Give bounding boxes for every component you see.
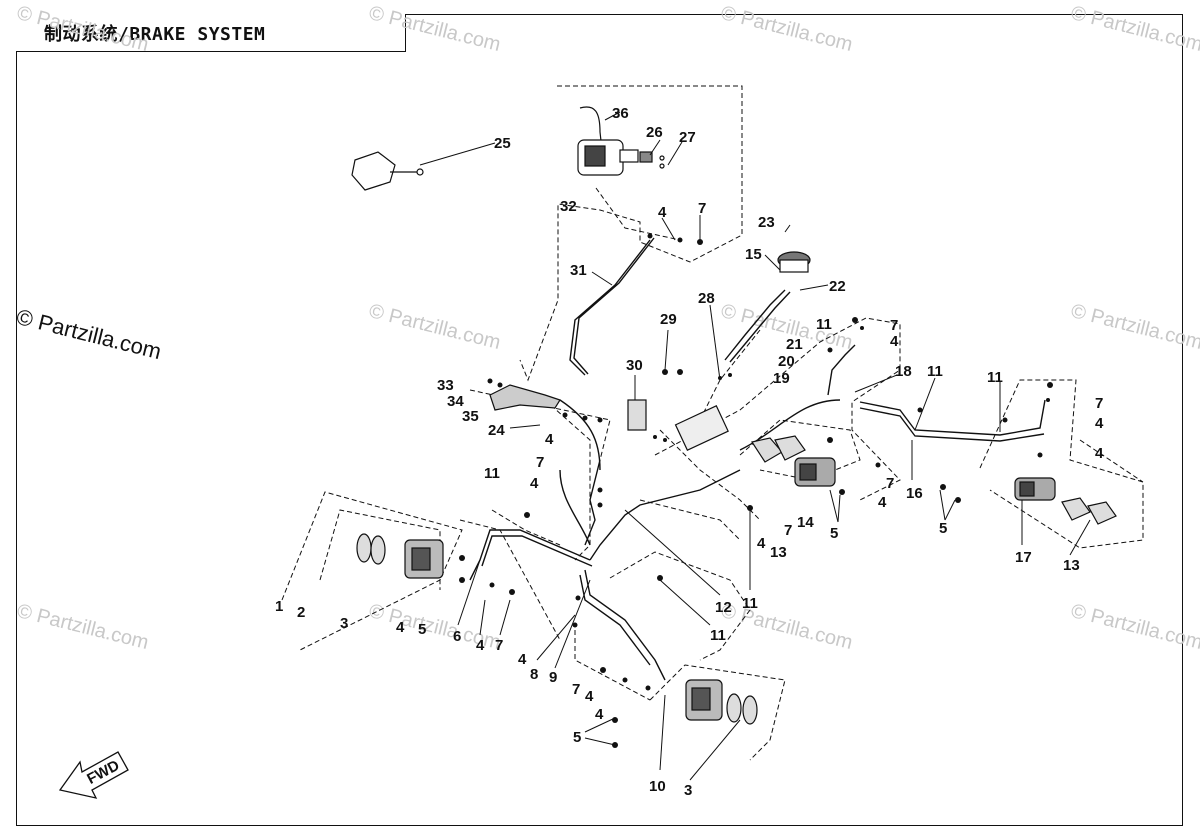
part-label-5: 5: [418, 621, 426, 638]
part-label-21: 21: [786, 336, 803, 353]
part-label-4: 4: [585, 688, 594, 705]
part-label-16: 16: [906, 485, 923, 502]
part-label-11: 11: [816, 316, 832, 333]
valve-block: [674, 405, 729, 452]
part-label-1: 1: [275, 598, 283, 615]
brake-hoses: [469, 237, 1046, 681]
title-box: [16, 14, 406, 52]
part-label-4: 4: [530, 475, 539, 492]
brake-pedal: [489, 384, 561, 411]
part-label-7: 7: [890, 317, 898, 334]
part-label-4: 4: [518, 651, 527, 668]
part-label-11: 11: [927, 363, 943, 380]
part-label-28: 28: [698, 290, 715, 307]
brake-switch: [351, 151, 396, 191]
part-label-7: 7: [784, 522, 792, 539]
part-label-31: 31: [570, 262, 587, 279]
part-label-7: 7: [886, 475, 894, 492]
part-label-7: 7: [536, 454, 544, 471]
diagram-title: 制动系统/BRAKE SYSTEM: [44, 24, 266, 45]
part-label-27: 27: [679, 129, 696, 146]
part-label-4: 4: [658, 204, 667, 221]
part-label-13: 13: [770, 544, 787, 561]
part-label-7: 7: [495, 637, 503, 654]
part-labels: 1 2 3 4 5 6 4 7 4 8 9 10 3 7 4 4 5 11 12…: [275, 105, 1104, 799]
diagram-frame: [16, 14, 1183, 826]
part-label-11: 11: [987, 369, 1003, 386]
part-label-6: 6: [453, 628, 461, 645]
part-label-12: 12: [715, 599, 732, 616]
part-label-29: 29: [660, 311, 677, 328]
part-label-7: 7: [698, 200, 706, 217]
part-label-2: 2: [297, 604, 305, 621]
part-label-17: 17: [1015, 549, 1032, 566]
part-label-4: 4: [1095, 445, 1104, 462]
part-label-35: 35: [462, 408, 479, 425]
part-label-3: 3: [684, 782, 692, 799]
leader-lines: [419, 111, 1091, 781]
part-label-33: 33: [437, 377, 454, 394]
part-label-3: 3: [340, 615, 348, 632]
part-label-5: 5: [830, 525, 838, 542]
part-label-11: 11: [484, 465, 500, 482]
part-label-4: 4: [396, 619, 405, 636]
fwd-arrow-icon: FWD: [58, 751, 129, 799]
part-label-4: 4: [878, 494, 887, 511]
proportioning-valve: [627, 399, 647, 431]
brake-pad: [742, 695, 758, 725]
components: [351, 106, 1117, 725]
brake-pad: [356, 533, 372, 563]
part-label-10: 10: [649, 778, 666, 795]
part-label-34: 34: [447, 393, 464, 410]
part-label-7: 7: [572, 681, 580, 698]
part-label-4: 4: [757, 535, 766, 552]
part-label-4: 4: [1095, 415, 1104, 432]
part-label-36: 36: [612, 105, 629, 122]
part-label-15: 15: [745, 246, 762, 263]
part-label-4: 4: [595, 706, 604, 723]
part-label-5: 5: [573, 729, 581, 746]
part-label-22: 22: [829, 278, 846, 295]
part-label-14: 14: [797, 514, 814, 531]
fasteners: [459, 233, 1053, 748]
brake-pad: [370, 535, 386, 565]
part-label-25: 25: [494, 135, 511, 152]
part-label-18: 18: [895, 363, 912, 380]
part-label-19: 19: [773, 370, 790, 387]
part-label-8: 8: [530, 666, 538, 683]
brake-pad: [726, 693, 742, 723]
part-label-20: 20: [778, 353, 795, 370]
part-label-26: 26: [646, 124, 663, 141]
part-label-4: 4: [545, 431, 554, 448]
part-label-23: 23: [758, 214, 775, 231]
part-label-4: 4: [890, 333, 899, 350]
part-label-32: 32: [560, 198, 577, 215]
part-label-7: 7: [1095, 395, 1103, 412]
part-label-11: 11: [742, 595, 758, 612]
part-label-30: 30: [626, 357, 643, 374]
part-label-11: 11: [710, 627, 726, 644]
part-label-5: 5: [939, 520, 947, 537]
part-label-13: 13: [1063, 557, 1080, 574]
part-label-4: 4: [476, 637, 485, 654]
part-label-24: 24: [488, 422, 505, 439]
part-label-9: 9: [549, 669, 557, 686]
